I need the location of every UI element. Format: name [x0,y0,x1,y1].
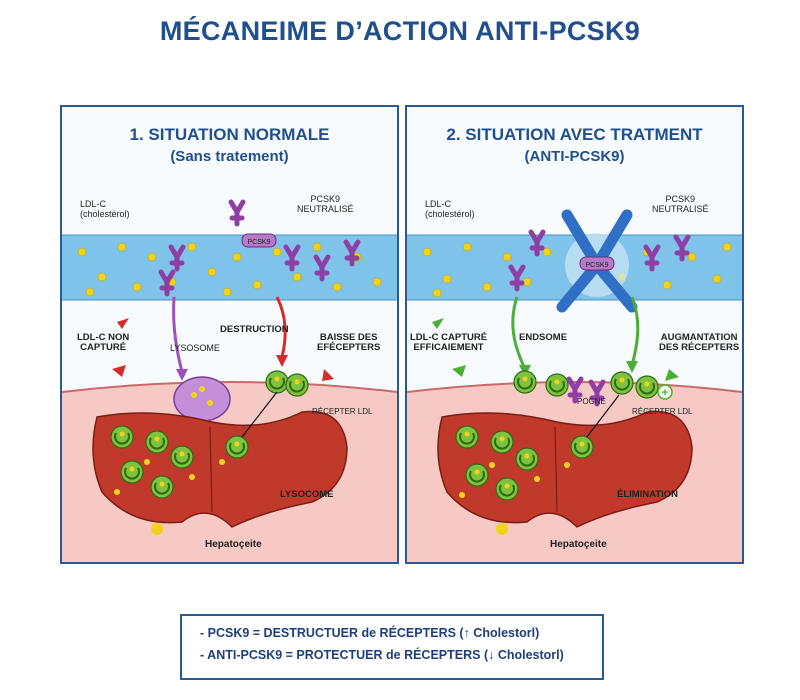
panel1-destruction-label: DESTRUCTION [220,324,289,335]
panel2-title: 2. SITUATION AVEC TRATMENT [446,125,703,144]
green-arrow-right-icon [665,369,679,381]
panel2-hepatocyte-label: Hepatoçeite [550,539,607,550]
pcsk9-tag-text: PCSK9 [248,239,271,246]
panel1-illustration: PCSK9 [62,107,397,562]
panel1-ldl-label: LDL-C(cholestérol) [80,199,130,219]
red-arrow-down-icon [112,365,126,377]
panel2-receptor-label: RÉCEPTER LDL [632,407,693,416]
panel2-subtitle: (ANTI-PCSK9) [524,148,625,165]
panel2-illustration: PCSK9 + [407,209,742,562]
panel-treatment-situation: 2. SITUATION AVEC TRATMENT (ANTI-PCSK9) [405,105,744,564]
legend-line-anti-pcsk9: - ANTI-PCSK9 = PROTECTUER de RÉCEPTERS (… [200,648,564,662]
svg-text:+: + [662,387,668,399]
panel1-subtitle: (Sans tratement) [170,148,289,165]
destruction-arrow [275,296,287,358]
red-arrow-up-icon [117,318,129,329]
panel1-lysocome-label: LYSOCOME [280,489,334,500]
plus-icon [657,384,673,400]
main-title: MÉCANEIME D’ACTION ANTI-PCSK9 [159,16,641,46]
green-arrows [511,296,640,370]
lysosome-arrow [172,296,184,373]
panel2-endosome-label: ENDSOME [519,332,568,343]
panel2-pogne-label: POGNE [577,397,606,406]
pcsk9-tag-text: PCSK9 [586,262,609,269]
panel-normal-situation: 1. SITUATION NORMALE (Sans tratement) [60,105,399,564]
panel2-elimination-label: ÉLIMINATION [617,489,679,500]
green-arrow-up-icon [432,318,444,329]
panel1-receptor-label: RÉCEPTER LDL [312,407,373,416]
red-arrow-right-icon [322,369,334,381]
legend-box: - PCSK9 = DESTRUCTUER de RÉCEPTERS (↑ Ch… [180,614,604,680]
legend-line-pcsk9: - PCSK9 = DESTRUCTUER de RÉCEPTERS (↑ Ch… [200,626,540,640]
panel1-hepatocyte-label: Hepatoçeite [205,539,262,550]
panel1-title: 1. SITUATION NORMALE [129,125,330,144]
panel1-lysosome-label: LYSOSOME [170,343,220,353]
green-arrow-down-icon [452,365,466,377]
lysosome [173,376,231,422]
panel2-ldl-label: LDL-C(cholestérol) [425,199,475,219]
